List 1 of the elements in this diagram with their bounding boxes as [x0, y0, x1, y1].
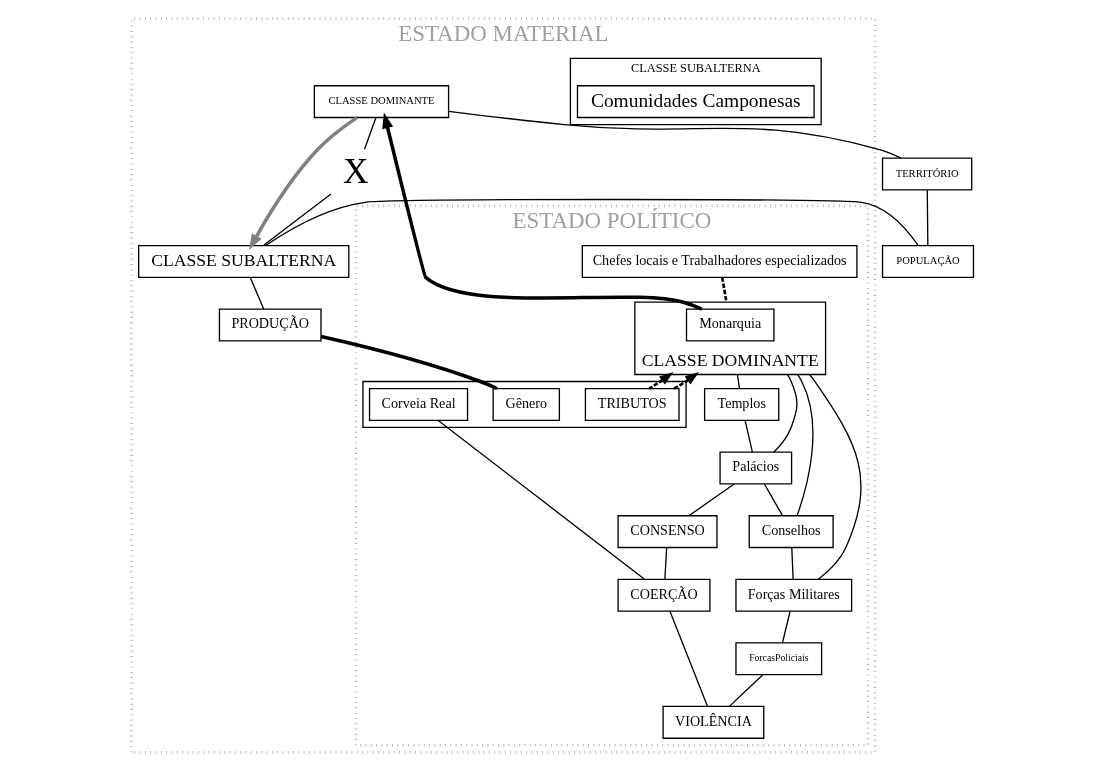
node-text: X — [343, 151, 369, 191]
